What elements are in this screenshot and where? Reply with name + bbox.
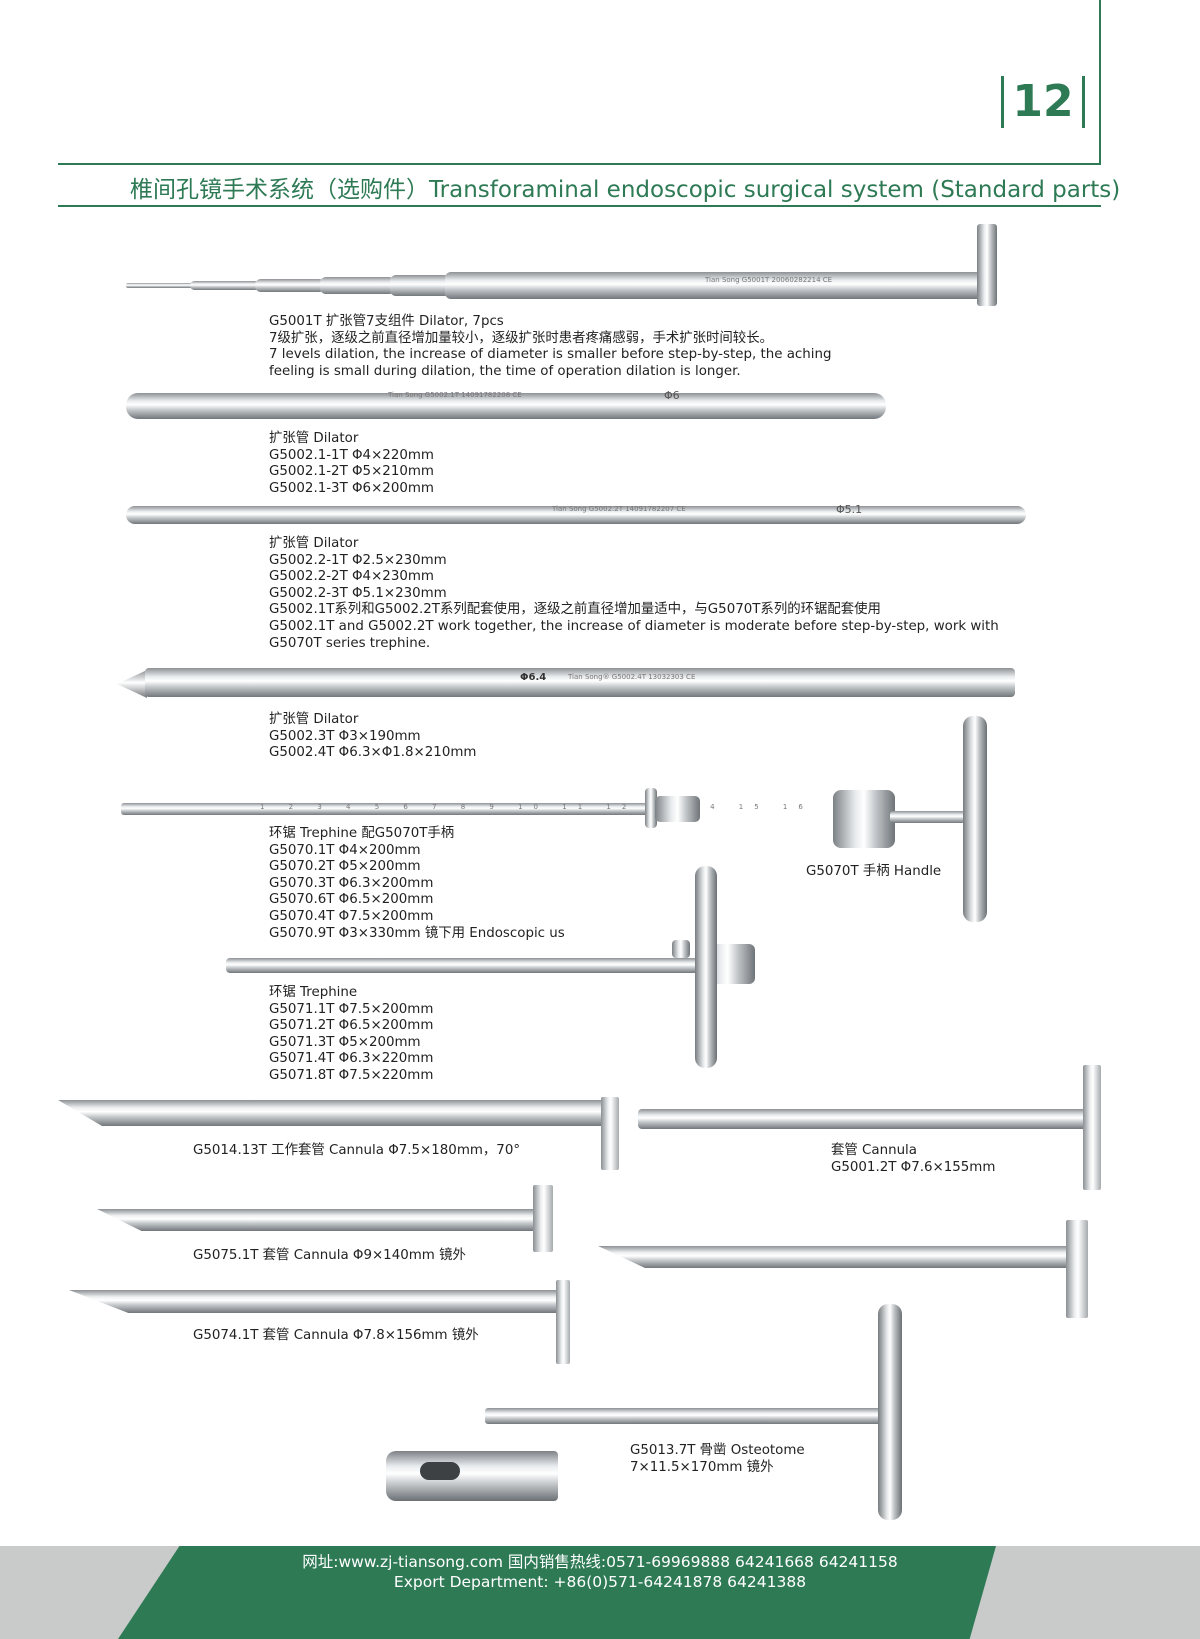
- page-number-box: 12: [1001, 76, 1085, 128]
- product-g5070-line: G5070.9T Φ3×330mm 镜下用 Endoscopic us: [269, 925, 565, 941]
- product-g5001-line: 7 levels dilation, the increase of diame…: [269, 347, 832, 363]
- product-g5002-2-size-mark: Φ5.1: [836, 503, 863, 516]
- page-title: 椎间孔镜手术系统（选购件）Transforaminal endoscopic s…: [130, 177, 1121, 203]
- product-g5002-2-text: 扩张管 Dilator G5002.2-1T Φ2.5×230mm G5002.…: [269, 536, 999, 652]
- product-g5013-line: G5013.7T 骨凿 Osteotome: [630, 1443, 805, 1458]
- product-g5002-2-line: G5002.1T系列和G5002.2T系列配套使用，逐级之前直径增加量适中，与G…: [269, 602, 881, 618]
- product-g5002-34-line: G5002.3T Φ3×190mm: [269, 728, 421, 744]
- product-g5002-1-line: G5002.1-3T Φ6×200mm: [269, 480, 434, 496]
- product-g5001-line: feeling is small during dilation, the ti…: [269, 363, 741, 379]
- product-g5002-1-line: G5002.1-1T Φ4×220mm: [269, 447, 434, 463]
- product-g5001-2-line: 套管 Cannula: [831, 1143, 917, 1158]
- product-g5070-line: G5070.4T Φ7.5×200mm: [269, 908, 434, 924]
- product-g5002-2-line: G5002.2-1T Φ2.5×230mm: [269, 552, 447, 568]
- product-g5070-line: 环锯 Trephine 配G5070T手柄: [269, 826, 455, 841]
- product-g5070-line: G5070.3T Φ6.3×200mm: [269, 875, 434, 891]
- product-g5071-line: G5071.1T Φ7.5×200mm: [269, 1001, 434, 1017]
- header-top-rule: [58, 163, 1101, 165]
- product-g5014-label: G5014.13T 工作套管 Cannula Φ7.5×180mm，70°: [193, 1143, 521, 1158]
- product-g5002-34-engraving: Tian Song® G5002.4T 13032303 CE: [568, 673, 696, 681]
- product-g5070-line: G5070.1T Φ4×200mm: [269, 842, 421, 858]
- footer-website-hotline: 网址:www.zj-tiansong.com 国内销售热线:0571-69969…: [302, 1553, 898, 1571]
- product-g5074-label: G5074.1T 套管 Cannula Φ7.8×156mm 镜外: [193, 1328, 479, 1343]
- product-g5002-1-line: G5002.1-2T Φ5×210mm: [269, 464, 434, 480]
- product-g5071-line: G5071.3T Φ5×200mm: [269, 1034, 421, 1050]
- product-g5002-34-line: G5002.4T Φ6.3×Φ1.8×210mm: [269, 745, 477, 761]
- product-g5071-line: G5071.4T Φ6.3×220mm: [269, 1051, 434, 1067]
- product-g5001-line: 7级扩张，逐级之前直径增加量较小，逐级扩张时患者疼痛感弱，手术扩张时间较长。: [269, 330, 773, 346]
- product-g5001-text: G5001T 扩张管7支组件 Dilator, 7pcs 7级扩张，逐级之前直径…: [269, 314, 831, 380]
- product-g5002-2-line: G5070T series trephine.: [269, 635, 431, 651]
- header-vertical-rule: [1099, 0, 1101, 164]
- product-g5001-line: G5001T 扩张管7支组件 Dilator, 7pcs: [269, 314, 504, 329]
- product-g5013-text: G5013.7T 骨凿 Osteotome 7×11.5×170mm 镜外: [630, 1443, 805, 1476]
- page-number: 12: [1012, 76, 1074, 127]
- footer-export-department: Export Department: +86(0)571-64241878 64…: [393, 1573, 807, 1591]
- product-g5071-line: 环锯 Trephine: [269, 985, 358, 1000]
- product-g5002-2-engraving: Tian Song G5002.2T 14091782207 CE: [552, 505, 686, 513]
- footer-green-band: [118, 1546, 996, 1639]
- product-g5002-1-size-mark: Φ6: [664, 389, 680, 402]
- product-g5002-34-text: 扩张管 Dilator G5002.3T Φ3×190mm G5002.4T Φ…: [269, 712, 476, 762]
- product-g5071-line: G5071.8T Φ7.5×220mm: [269, 1067, 434, 1083]
- product-g5070-line: G5070.2T Φ5×200mm: [269, 859, 421, 875]
- product-g5001-engraving: Tian Song G5001T 20060282214 CE: [705, 276, 833, 284]
- product-g5002-1-engraving: Tian Song G5002.1T 14091782208 CE: [388, 391, 522, 399]
- product-g5075-label: G5075.1T 套管 Cannula Φ9×140mm 镜外: [193, 1248, 466, 1263]
- product-g5002-34-line: 扩张管 Dilator: [269, 712, 359, 727]
- product-g5001-2-text: 套管 Cannula G5001.2T Φ7.6×155mm: [831, 1143, 995, 1176]
- product-g5002-2-line: 扩张管 Dilator: [269, 536, 359, 551]
- product-g5002-1-text: 扩张管 Dilator G5002.1-1T Φ4×220mm G5002.1-…: [269, 431, 434, 497]
- product-g5002-2-line: G5002.2-3T Φ5.1×230mm: [269, 585, 447, 601]
- product-g5070-handle-label: G5070T 手柄 Handle: [806, 864, 942, 879]
- product-g5002-34-size-mark: Φ6.4: [520, 672, 547, 683]
- product-g5002-2-line: G5002.2-2T Φ4×230mm: [269, 569, 434, 585]
- product-g5001-2-line: G5001.2T Φ7.6×155mm: [831, 1159, 996, 1175]
- product-g5070-scale: 1 2 3 4 5 6 7 8 9 10 11 12 13 14 15 16: [260, 803, 814, 811]
- product-g5013-line: 7×11.5×170mm 镜外: [630, 1459, 774, 1475]
- product-g5071-text: 环锯 Trephine G5071.1T Φ7.5×200mm G5071.2T…: [269, 985, 433, 1085]
- product-g5002-1-line: 扩张管 Dilator: [269, 431, 359, 446]
- header-bottom-rule: [58, 205, 1101, 207]
- product-g5071-line: G5071.2T Φ6.5×200mm: [269, 1018, 434, 1034]
- product-g5070-line: G5070.6T Φ6.5×200mm: [269, 892, 434, 908]
- product-g5002-2-line: G5002.1T and G5002.2T work together, the…: [269, 618, 999, 634]
- product-g5070-text: 环锯 Trephine 配G5070T手柄 G5070.1T Φ4×200mm …: [269, 826, 565, 942]
